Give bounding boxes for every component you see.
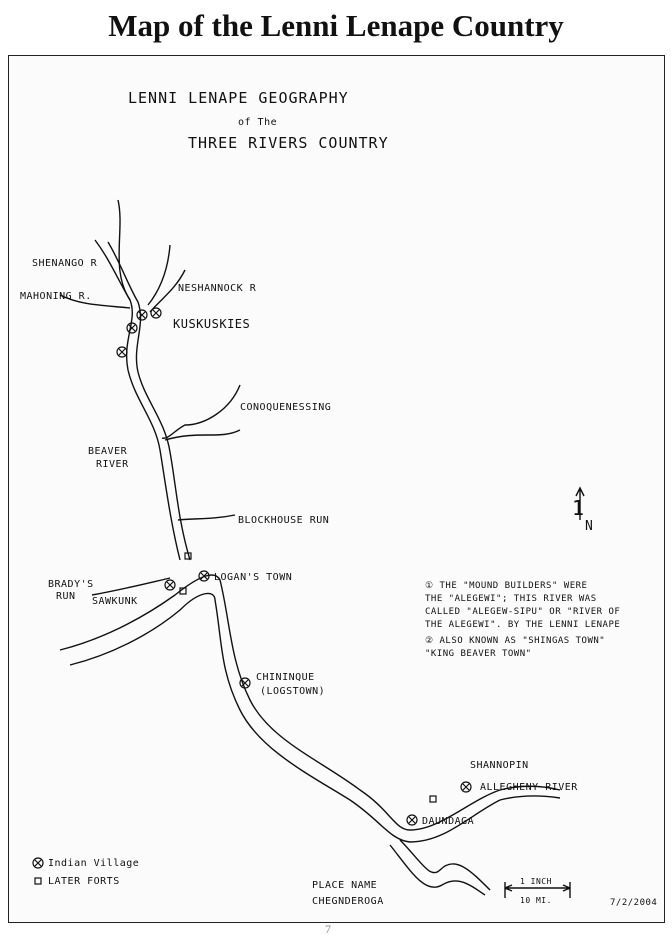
village-icon — [460, 781, 472, 793]
note-line: ① THE "MOUND BUILDERS" WERE — [425, 581, 587, 591]
north-label: N — [585, 519, 593, 534]
note-line: "KING BEAVER TOWN" — [425, 649, 532, 659]
shenango-river — [117, 199, 131, 301]
village-markers — [32, 307, 472, 885]
fort-icon — [184, 552, 192, 560]
map-notes: ① THE "MOUND BUILDERS" WERE THE "ALEGEWI… — [425, 581, 620, 659]
label-chininque: CHININQUE — [256, 672, 315, 683]
scale-bar — [504, 882, 571, 898]
label-beaver-river: RIVER — [96, 459, 129, 470]
label-chegnderoga: CHEGNDEROGA — [312, 896, 384, 907]
label-bradys: BRADY'S — [48, 579, 94, 590]
note-line: ② ALSO KNOWN AS "SHINGAS TOWN" — [425, 636, 605, 646]
label-logans-town: LOGAN'S TOWN — [214, 572, 292, 583]
map-heading-of: of The — [238, 117, 277, 128]
map-frame — [8, 55, 665, 923]
label-daundaga: DAUNDAGA — [422, 816, 474, 827]
legend-village: Indian Village — [48, 858, 139, 869]
label-allegheny-river: ALLEGHENY RIVER — [480, 782, 578, 793]
fort-icon — [179, 587, 187, 595]
village-icon — [150, 307, 162, 319]
label-blockhouse-run: BLOCKHOUSE RUN — [238, 515, 329, 526]
label-kuskuskies: KUSKUSKIES — [173, 317, 250, 331]
village-icon — [136, 309, 148, 321]
village-icon — [32, 857, 44, 869]
page-number: 7 — [325, 922, 331, 936]
beaver-river — [94, 239, 181, 561]
village-icon — [406, 814, 418, 826]
label-conoquenessing: CONOQUENESSING — [240, 402, 331, 413]
label-shannopin: SHANNOPIN — [470, 760, 529, 771]
label-beaver: BEAVER — [88, 446, 128, 457]
ohio-river — [59, 574, 561, 831]
note-line: THE "ALEGEWI"; THIS RIVER WAS — [425, 594, 597, 604]
legend-forts: LATER FORTS — [48, 876, 120, 887]
village-icon — [198, 570, 210, 582]
note-line: CALLED "ALEGEW-SIPU" OR "RIVER OF — [425, 607, 620, 617]
fort-icon — [34, 877, 42, 885]
label-neshannock: NESHANNOCK R — [178, 283, 257, 294]
note-line: THE ALEGEWI". BY THE LENNI LENAPE — [425, 620, 620, 630]
map-date: 7/2/2004 — [610, 898, 657, 908]
label-logstown: (LOGSTOWN) — [260, 686, 325, 697]
monongahela-river — [399, 839, 491, 891]
fort-icon — [429, 795, 437, 803]
map-heading: LENNI LENAPE GEOGRAPHY — [128, 89, 349, 107]
mahoning-river — [59, 294, 131, 309]
conoquenessing-creek — [161, 384, 241, 439]
village-icon — [239, 677, 251, 689]
label-shenango: SHENANGO R — [32, 258, 98, 269]
scale-bottom: 10 MI. — [520, 896, 552, 905]
label-place-name: PLACE NAME — [312, 880, 377, 891]
north-arrow — [575, 486, 585, 520]
village-icon — [116, 346, 128, 358]
blockhouse-run — [177, 514, 236, 521]
label-bradys-run: RUN — [56, 591, 76, 602]
label-sawkunk: SAWKUNK — [92, 596, 138, 607]
bradys-run — [91, 577, 171, 596]
page-title: Map of the Lenni Lenape Country — [108, 8, 564, 43]
label-mahoning: MAHONING R. — [20, 291, 92, 302]
map-heading-sub: THREE RIVERS COUNTRY — [188, 134, 389, 152]
village-icon — [126, 322, 138, 334]
village-icon — [164, 579, 176, 591]
scale-top: 1 INCH — [520, 877, 552, 886]
rivers — [59, 199, 585, 898]
north-number: 1 — [572, 496, 585, 520]
